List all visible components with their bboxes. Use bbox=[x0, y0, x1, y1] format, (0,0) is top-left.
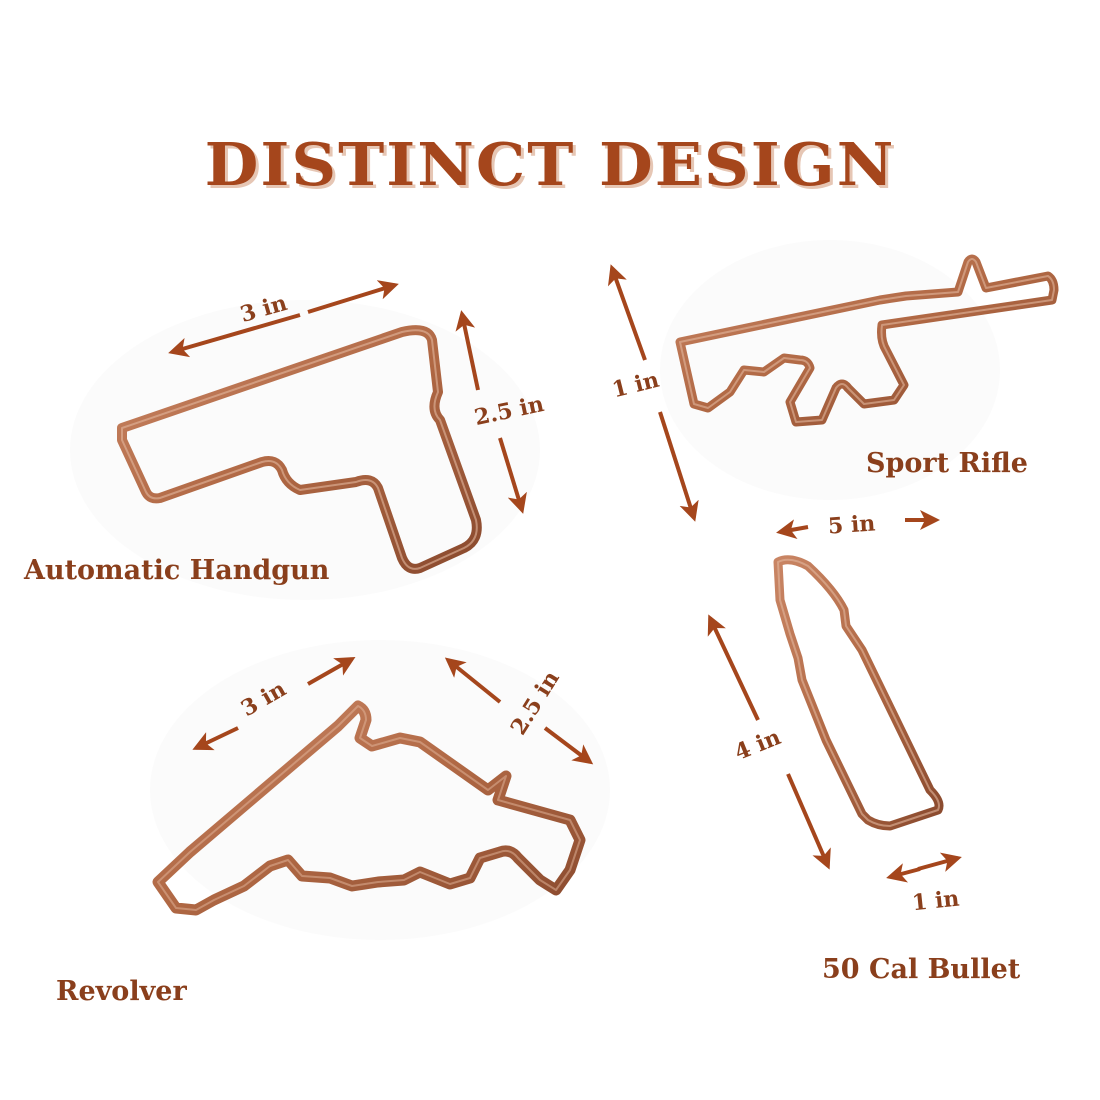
automatic-handgun-icon bbox=[117, 325, 482, 574]
bullet-name-label: 50 Cal Bullet bbox=[822, 954, 1021, 985]
sport-rifle-icon bbox=[675, 254, 1059, 427]
background-glow bbox=[660, 240, 1000, 500]
handgun-height-arrow bbox=[455, 310, 480, 391]
rifle-width-label: 5 in bbox=[827, 510, 877, 540]
revolver-height-arrow bbox=[444, 657, 502, 704]
handgun-name-label: Automatic Handgun bbox=[24, 555, 330, 586]
page-title: DISTINCT DESIGN bbox=[204, 129, 896, 200]
bullet-width-label: 1 in bbox=[910, 885, 961, 917]
revolver-name-label: Revolver bbox=[56, 976, 187, 1007]
bullet-icon bbox=[773, 555, 944, 831]
rifle-height-arrow bbox=[607, 264, 647, 361]
revolver-icon bbox=[152, 700, 586, 916]
revolver-width-arrow bbox=[192, 726, 239, 751]
rifle-width-arrow bbox=[776, 519, 809, 540]
handgun-width-arrow bbox=[168, 313, 301, 358]
rifle-name-label: Sport Rifle bbox=[866, 448, 1028, 479]
bullet-width-arrow bbox=[886, 863, 921, 883]
bullet-length-arrow bbox=[707, 614, 760, 721]
